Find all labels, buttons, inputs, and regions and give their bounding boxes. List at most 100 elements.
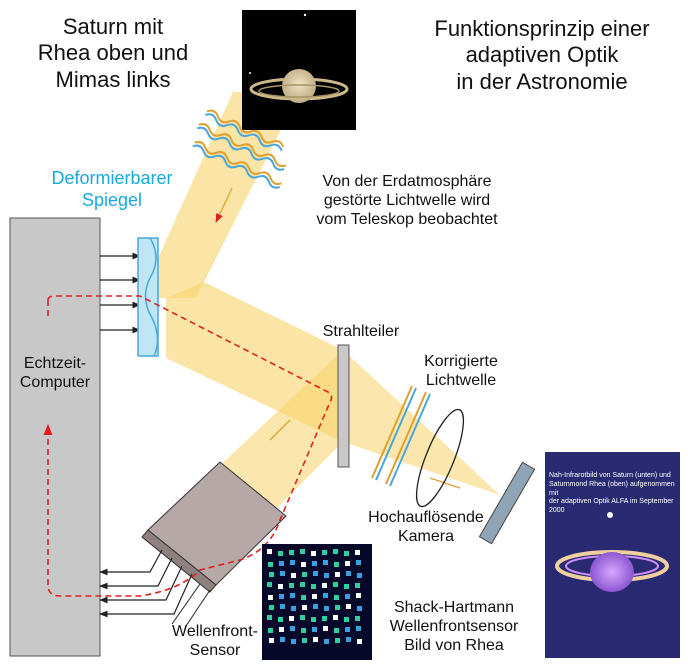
sh-spot — [334, 628, 339, 633]
sh-spot — [279, 627, 284, 632]
beam-arrow-down — [215, 187, 233, 223]
sh-spot — [289, 550, 294, 555]
beam-arrow-sensor — [269, 419, 291, 441]
corrected-wavefronts — [371, 385, 431, 487]
label-disturbed-wave: Von der Erdatmosphäre gestörte Lichtwell… — [272, 172, 542, 230]
sh-spot — [267, 549, 272, 554]
label-sh-line-1: Shack-Hartmann — [393, 599, 515, 616]
sh-spot — [300, 582, 305, 587]
incoming-light-beam — [140, 92, 300, 298]
sh-spot — [324, 606, 329, 611]
label-disturbed-line-3: vom Teleskop beobachtet — [316, 211, 498, 229]
label-sensor-line-1: Wellenfront- — [172, 623, 258, 640]
label-beamsplitter-text: Strahlteiler — [322, 323, 400, 340]
label-wavefront-sensor: Wellenfront- Sensor — [160, 622, 270, 660]
sh-spot — [291, 639, 296, 644]
label-disturbed-line-2: gestörte Lichtwelle wird — [323, 192, 491, 210]
sh-spot — [346, 604, 351, 609]
sh-spot — [280, 604, 285, 609]
sh-spot — [301, 628, 306, 633]
title-saturn-rhea: Saturn mit Rhea oben und Mimas links — [8, 14, 218, 93]
wavefront-sensor-face — [141, 529, 217, 593]
sh-spot — [357, 573, 362, 578]
title-right-line-2: adaptiven Optik — [465, 42, 619, 68]
sh-spot — [346, 637, 351, 642]
sh-spot — [269, 605, 274, 610]
sh-spot — [268, 562, 273, 567]
sh-spot — [322, 550, 327, 555]
sh-spot — [355, 583, 360, 588]
sh-spot — [355, 616, 360, 621]
sh-spot — [356, 560, 361, 565]
beamsplitter — [337, 344, 350, 468]
sh-spot — [345, 594, 350, 599]
photo-caption-line-1: Nah-Infrarotbild von Saturn (unten) und — [549, 472, 671, 479]
sh-spot — [268, 628, 273, 633]
mirror-control-arrows — [100, 252, 141, 334]
sh-spot — [301, 562, 306, 567]
sh-spot — [311, 551, 316, 556]
title-left-line-1: Saturn mit — [62, 14, 164, 39]
sh-spot — [324, 639, 329, 644]
sh-spot — [313, 571, 318, 576]
sh-spot — [345, 627, 350, 632]
sh-spot — [344, 584, 349, 589]
sh-spot — [323, 626, 328, 631]
sh-spot — [356, 626, 361, 631]
sh-spot — [278, 617, 283, 622]
sh-spot — [267, 582, 272, 587]
camera-detector — [478, 461, 536, 545]
sh-spot — [334, 595, 339, 600]
sensor-light-beam — [215, 350, 343, 510]
realtime-computer — [9, 217, 101, 657]
photo-caption-line-2: Saturnmond Rhea (oben) aufgenommen mit — [549, 480, 675, 497]
label-computer: Echtzeit- Computer — [10, 354, 100, 392]
sh-spot — [312, 627, 317, 632]
sh-spot — [345, 561, 350, 566]
sh-spot — [269, 638, 274, 643]
sh-spot — [322, 583, 327, 588]
sh-spot — [333, 549, 338, 554]
sh-spot — [323, 593, 328, 598]
sh-spot — [335, 572, 340, 577]
sh-spot — [279, 561, 284, 566]
sh-spot — [278, 551, 283, 556]
sh-spot — [344, 617, 349, 622]
photo-caption-line-3: der adaptiven Optik ALFA im September 20… — [549, 498, 674, 514]
focusing-lens — [415, 408, 465, 508]
title-left-line-2: Rhea oben und — [37, 40, 189, 66]
label-camera-line-2: Kamera — [397, 528, 455, 546]
sh-spot — [344, 551, 349, 556]
sh-spot — [290, 560, 295, 565]
sh-spot — [291, 606, 296, 611]
sh-spot — [322, 616, 327, 621]
photo-caption: Nah-Infrarotbild von Saturn (unten) und … — [549, 472, 679, 516]
sh-spot — [302, 638, 307, 643]
label-camera-line-1: Hochauflösende — [368, 509, 484, 526]
sh-spot — [278, 584, 283, 589]
sh-spot — [333, 615, 338, 620]
sh-spot — [300, 615, 305, 620]
sh-spot — [268, 595, 273, 600]
sh-spot — [357, 639, 362, 644]
sh-spot — [335, 605, 340, 610]
disturbed-wavefronts — [192, 109, 287, 189]
sensor-label-leaders — [171, 583, 211, 627]
sh-spot — [312, 561, 317, 566]
sh-spot — [356, 593, 361, 598]
label-computer-line-2: Computer — [19, 374, 91, 392]
sh-spot — [300, 549, 305, 554]
sh-spot — [302, 605, 307, 610]
label-mirror-line-2: Spiegel — [81, 189, 143, 210]
deformable-mirror — [137, 237, 159, 357]
sh-spot — [334, 562, 339, 567]
label-corrected-wave: Korrigierte Lichtwelle — [406, 352, 516, 390]
title-left-line-3: Mimas links — [55, 66, 171, 92]
saturn-photo — [242, 10, 356, 130]
sh-spot — [311, 584, 316, 589]
label-sh-line-2: Wellenfrontsensor — [389, 618, 519, 636]
sh-spot — [313, 604, 318, 609]
sh-spot — [324, 573, 329, 578]
label-beamsplitter: Strahlteiler — [306, 322, 416, 341]
